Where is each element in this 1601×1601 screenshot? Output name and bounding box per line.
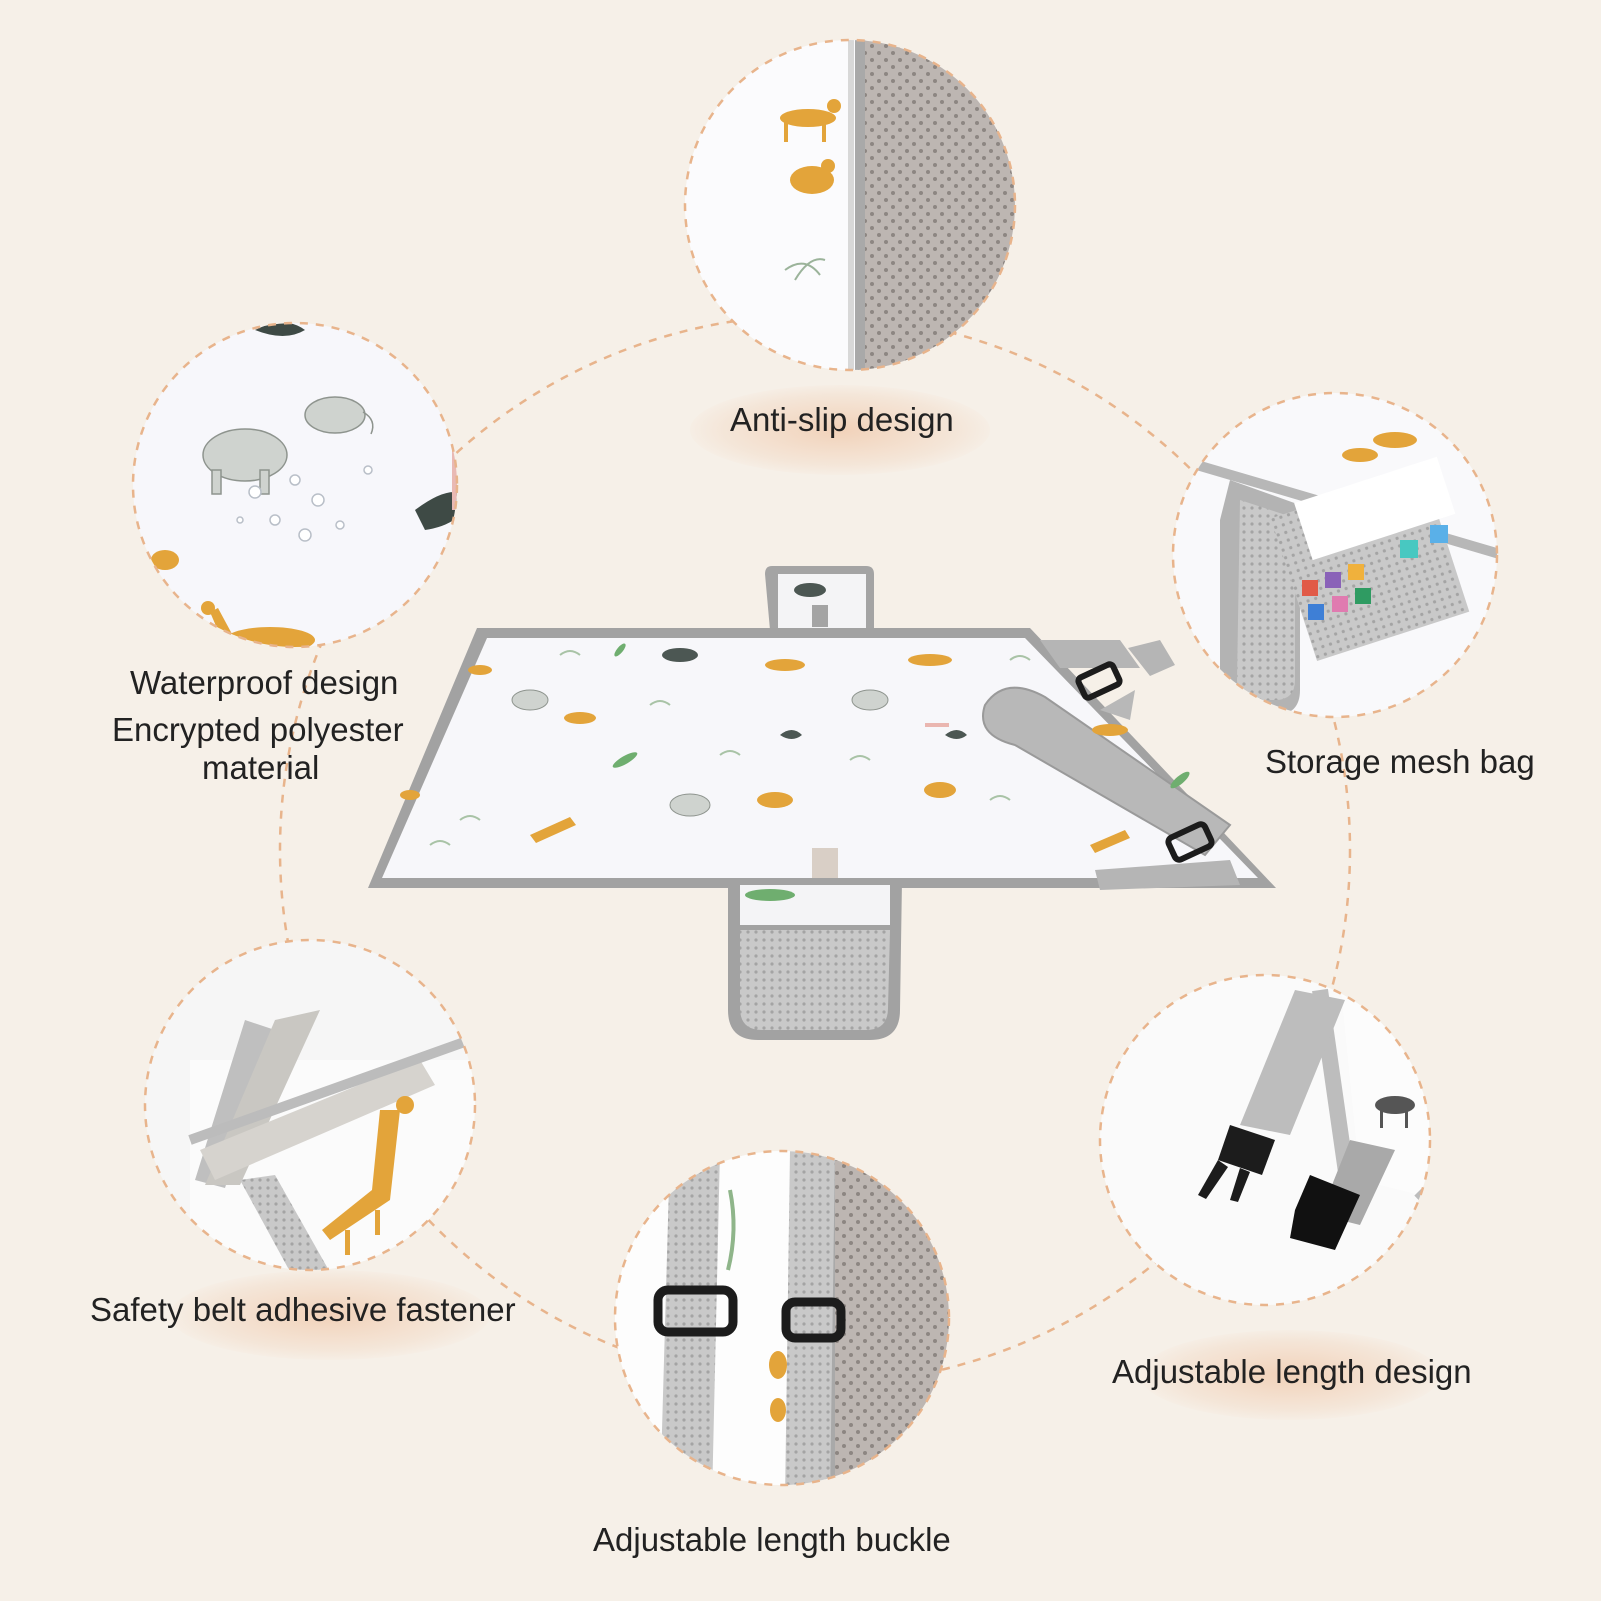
detail-circle-storage <box>1171 391 1499 719</box>
buckle-female-icon <box>1290 1175 1360 1250</box>
zebra-print-icon <box>1375 1096 1415 1128</box>
slider-buckle-icon <box>653 1285 846 1343</box>
changing-mat-product <box>368 566 1276 1040</box>
detail-circle-anti-slip <box>683 38 1017 372</box>
elephant-print-icon <box>202 396 374 495</box>
detail-circle-length-design <box>1098 973 1432 1307</box>
paint-pots <box>1302 525 1448 620</box>
label-glow-safety <box>170 1270 490 1360</box>
label-safety-belt-fastener: Safety belt adhesive fastener <box>90 1291 516 1328</box>
buckle-male-icon <box>1198 1125 1275 1202</box>
label-adjustable-length-design: Adjustable length design <box>1112 1353 1472 1390</box>
label-glow-length-design <box>1140 1330 1440 1420</box>
mat-animal-prints <box>400 583 1190 901</box>
label-material-line1: Encrypted polyester <box>112 711 404 748</box>
label-anti-slip: Anti-slip design <box>730 401 954 438</box>
detail-circle-waterproof <box>131 321 459 649</box>
giraffe-print-icon <box>322 1096 414 1255</box>
connector-ring <box>278 313 1352 1387</box>
detail-circle-safety <box>143 938 477 1272</box>
label-adjustable-length-buckle: Adjustable length buckle <box>593 1521 951 1558</box>
cheetah-print-icon <box>780 99 841 194</box>
label-waterproof: Waterproof design <box>130 664 399 701</box>
water-droplets <box>236 465 373 542</box>
detail-circle-length-buckle <box>613 1149 951 1487</box>
label-storage-mesh-bag: Storage mesh bag <box>1265 743 1535 780</box>
label-material-line2: material <box>202 749 320 786</box>
label-glow-anti-slip <box>690 385 990 475</box>
